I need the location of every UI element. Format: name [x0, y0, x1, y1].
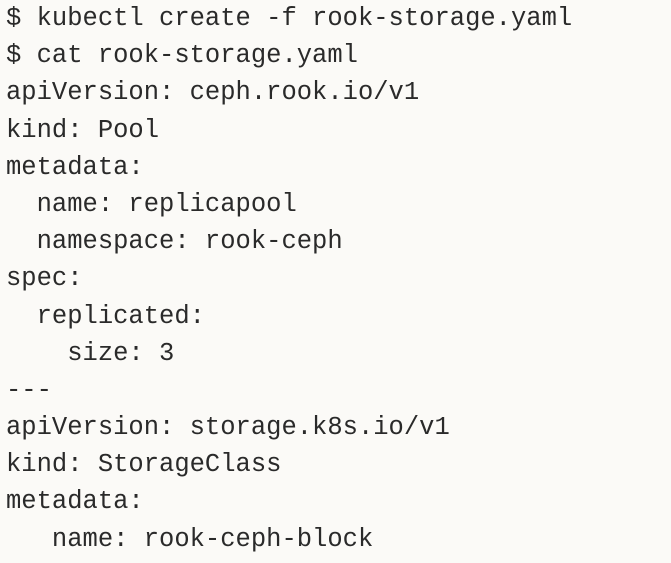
code-line: name: rook-ceph-block — [6, 524, 374, 554]
code-line: --- — [6, 375, 52, 405]
code-line: $ kubectl create -f rook-storage.yaml — [6, 4, 573, 33]
code-line: name: replicapool — [6, 189, 297, 219]
code-line: metadata: — [6, 487, 144, 517]
code-line: spec: — [6, 264, 83, 294]
code-line: kind: StorageClass — [6, 450, 282, 480]
code-line: $ cat rook-storage.yaml — [6, 41, 358, 71]
code-line: apiVersion: storage.k8s.io/v1 — [6, 413, 450, 443]
code-line: apiVersion: ceph.rook.io/v1 — [6, 78, 420, 108]
code-listing: $ kubectl create -f rook-storage.yaml $ c… — [6, 0, 572, 558]
code-line: metadata: — [6, 152, 144, 182]
code-line: namespace: rook-ceph — [6, 227, 343, 257]
code-line: size: 3 — [6, 338, 175, 368]
code-line: kind: Pool — [6, 115, 160, 145]
code-line: replicated: — [6, 301, 205, 331]
